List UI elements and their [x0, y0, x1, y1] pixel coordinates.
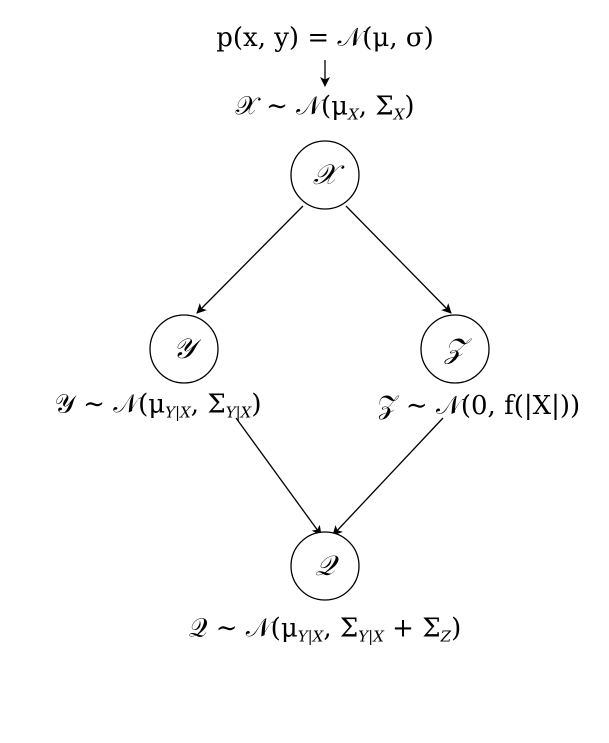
node-q: 𝒬	[290, 531, 360, 601]
node-x: 𝒳	[290, 140, 360, 210]
node-q-label: 𝒬	[315, 549, 339, 582]
z-distribution-label: 𝒵 ∼ 𝒩(0, f(|X|))	[377, 391, 581, 421]
edge-x-to-z	[345, 205, 452, 314]
node-z: 𝒵	[420, 314, 490, 384]
edge-y-to-q	[235, 417, 322, 536]
edge-z-to-q	[332, 417, 444, 536]
joint-distribution-label: p(x, y) = 𝒩(μ, σ)	[216, 23, 434, 53]
q-distribution-label: 𝒬 ∼ 𝒩(μY|X, ΣY|X + ΣZ)	[188, 613, 462, 646]
edge-x-to-y	[196, 205, 304, 314]
node-y: 𝒴	[149, 314, 219, 384]
y-distribution-label: 𝒴 ∼ 𝒩(μY|X, ΣY|X)	[54, 389, 262, 422]
x-distribution-label: 𝒳 ∼ 𝒩(μX, ΣX)	[235, 91, 415, 124]
